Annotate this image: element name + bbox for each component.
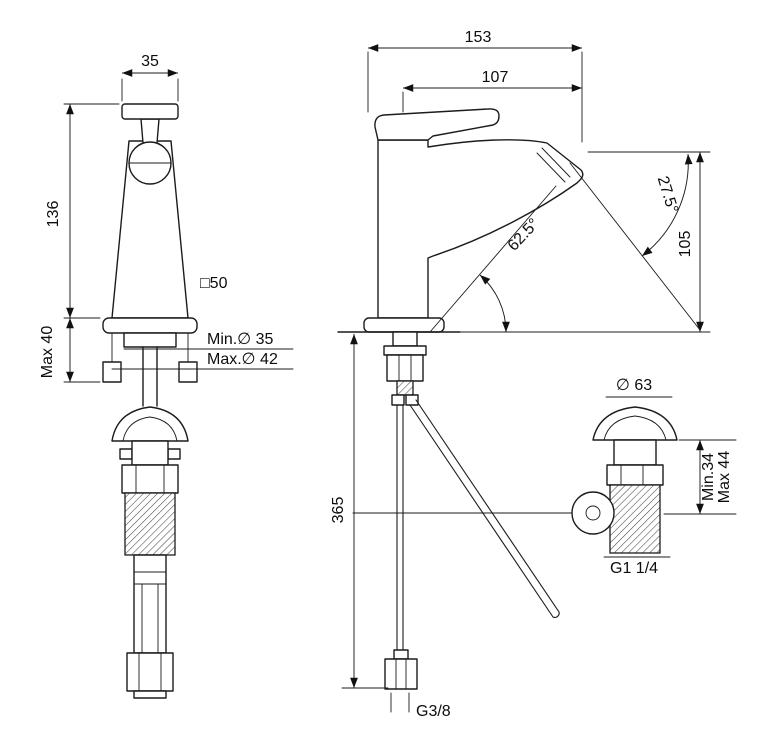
drain-flange-detail-inner <box>603 415 667 441</box>
hose-hex-nut <box>384 658 418 690</box>
mounting-flange-side <box>383 345 427 356</box>
dim-label-105: 105 <box>677 231 694 258</box>
hose-connector <box>405 394 419 406</box>
stream-line <box>429 185 557 333</box>
drain-flange-inner <box>122 416 178 442</box>
drain-hex-front <box>126 652 174 692</box>
dim-label-min34: Min.34 <box>700 453 717 501</box>
hose-collar <box>393 649 409 660</box>
dim-label-27-5: 27.5° <box>654 174 681 215</box>
drain-end-cap <box>133 690 167 699</box>
drain-pin-left <box>119 448 133 460</box>
dimension-hole-diameter: Min.∅ 35 Max.∅ 42 <box>111 331 294 370</box>
dim-label-min-dia35: Min.∅ 35 <box>207 331 274 348</box>
hose-connector <box>391 394 405 406</box>
dim-label-136: 136 <box>45 201 62 228</box>
drain-thread-detail <box>609 484 661 554</box>
arc-62-5 <box>479 274 510 333</box>
mounting-flange-front <box>123 332 177 348</box>
dim-label-365: 365 <box>330 497 347 524</box>
drain-flange-detail <box>592 406 678 441</box>
side-view: 153 107 <box>330 29 711 720</box>
dim-label-153: 153 <box>465 29 492 46</box>
front-view: 35 136 Max 40 □50 Min.∅ 35 Max.∅ 42 <box>39 53 294 699</box>
supply-hose-splayed <box>409 399 560 618</box>
dimension-hose-length: 365 <box>330 334 389 689</box>
drain-thread-front <box>124 492 176 556</box>
dim-label-max40: Max 40 <box>39 326 56 379</box>
mounting-nut-right <box>178 361 198 383</box>
dim-label-square50: □50 <box>200 275 228 292</box>
drain-tail-front <box>133 554 167 654</box>
dim-label-dia63: ∅ 63 <box>616 377 652 394</box>
handle-lever-front <box>121 103 179 120</box>
drain-pin-right <box>167 448 181 460</box>
popup-rod-ball-joint <box>571 491 615 535</box>
dim-label-107: 107 <box>482 69 509 86</box>
drain-nut-detail <box>606 464 664 486</box>
dimension-spout-reach: 107 <box>402 69 582 113</box>
dimension-clamp-depth: Min.34 Max 44 <box>663 439 737 515</box>
shank-thread-side <box>396 380 414 396</box>
dimension-total-depth: 153 <box>367 29 583 143</box>
handle-lever-side <box>374 108 500 141</box>
dim-label-35: 35 <box>141 53 159 70</box>
drain-nut-front <box>121 464 179 494</box>
spout-axis-line <box>569 162 701 331</box>
dimension-body-height: 136 <box>45 103 120 319</box>
dimension-supply-thread: G3/8 <box>390 692 451 720</box>
aerator-line <box>541 147 571 178</box>
dim-label-max44: Max 44 <box>716 451 733 504</box>
mounting-nut-side <box>386 354 424 382</box>
aerator-line <box>536 152 566 183</box>
drain-stem-front <box>131 440 169 466</box>
faucet-body-side <box>377 139 584 319</box>
mounting-nut-left <box>102 361 122 383</box>
drain-stem-detail <box>613 439 657 466</box>
ball-joint-socket <box>585 505 601 521</box>
shank-side <box>392 331 418 347</box>
dimension-handle-width: 35 <box>121 53 179 102</box>
dim-label-g114: G1 1/4 <box>610 560 658 577</box>
base-plate-front <box>102 317 198 334</box>
drain-detail: ∅ 63 G1 1/4 Min.34 Max 44 <box>571 377 737 577</box>
dim-label-g38: G3/8 <box>416 703 451 720</box>
dimension-deck-thickness: Max 40 <box>39 318 101 383</box>
arc-27-5 <box>641 153 693 257</box>
handle-neck-front <box>140 118 160 144</box>
drain-flange-front <box>111 406 189 442</box>
dim-label-max-dia42: Max.∅ 42 <box>207 351 278 368</box>
